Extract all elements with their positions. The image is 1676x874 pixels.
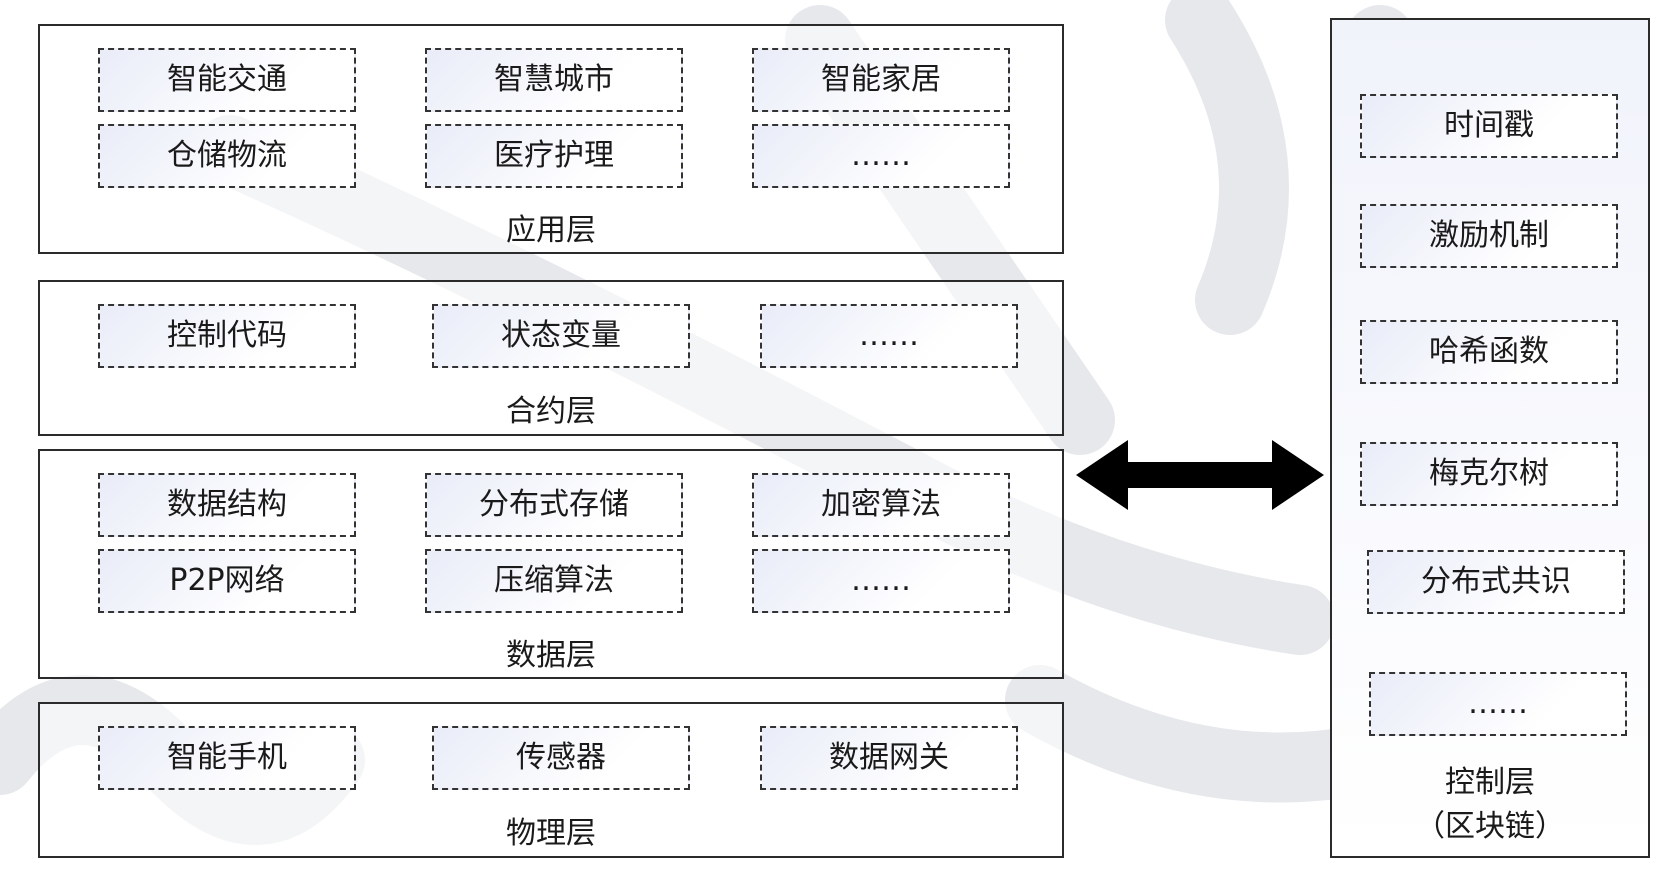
- app-item-warehouse-logistics: 仓储物流: [98, 124, 356, 188]
- data-layer-title: 数据层: [506, 638, 596, 673]
- contract-layer: 控制代码 状态变量 …… 合约层: [38, 280, 1064, 436]
- data-item-encryption-algorithm: 加密算法: [752, 473, 1010, 537]
- data-item-more: ……: [752, 549, 1010, 613]
- physical-layer-title: 物理层: [506, 816, 596, 851]
- contract-item-more: ……: [760, 304, 1018, 368]
- contract-item-control-code: 控制代码: [98, 304, 356, 368]
- control-item-more: ……: [1369, 672, 1627, 736]
- data-item-p2p-network: P2P网络: [98, 549, 356, 613]
- application-layer-title: 应用层: [506, 213, 596, 248]
- app-item-more: ……: [752, 124, 1010, 188]
- physical-layer: 智能手机 传感器 数据网关 物理层: [38, 702, 1064, 858]
- physical-item-sensor: 传感器: [432, 726, 690, 790]
- physical-item-data-gateway: 数据网关: [760, 726, 1018, 790]
- app-item-smart-city: 智慧城市: [425, 48, 683, 112]
- control-layer-subtitle: （区块链）: [1415, 809, 1565, 844]
- data-layer: 数据结构 分布式存储 加密算法 P2P网络 压缩算法 …… 数据层: [38, 449, 1064, 679]
- control-layer: 时间戳 激励机制 哈希函数 梅克尔树 分布式共识 …… 控制层 （区块链）: [1330, 18, 1650, 858]
- bidirectional-arrow-icon: [1076, 440, 1324, 510]
- control-item-timestamp: 时间戳: [1360, 94, 1618, 158]
- control-item-incentive-mechanism: 激励机制: [1360, 204, 1618, 268]
- data-item-distributed-storage: 分布式存储: [425, 473, 683, 537]
- app-item-smart-traffic: 智能交通: [98, 48, 356, 112]
- contract-layer-title: 合约层: [506, 394, 596, 429]
- control-item-hash-function: 哈希函数: [1360, 320, 1618, 384]
- contract-item-state-variables: 状态变量: [432, 304, 690, 368]
- control-item-merkle-tree: 梅克尔树: [1360, 442, 1618, 506]
- control-item-distributed-consensus: 分布式共识: [1367, 550, 1625, 614]
- application-layer: 智能交通 智慧城市 智能家居 仓储物流 医疗护理 …… 应用层: [38, 24, 1064, 254]
- control-layer-title: 控制层: [1445, 765, 1535, 800]
- app-item-smart-home: 智能家居: [752, 48, 1010, 112]
- app-item-medical-care: 医疗护理: [425, 124, 683, 188]
- physical-item-smartphone: 智能手机: [98, 726, 356, 790]
- data-item-data-structure: 数据结构: [98, 473, 356, 537]
- data-item-compression-algorithm: 压缩算法: [425, 549, 683, 613]
